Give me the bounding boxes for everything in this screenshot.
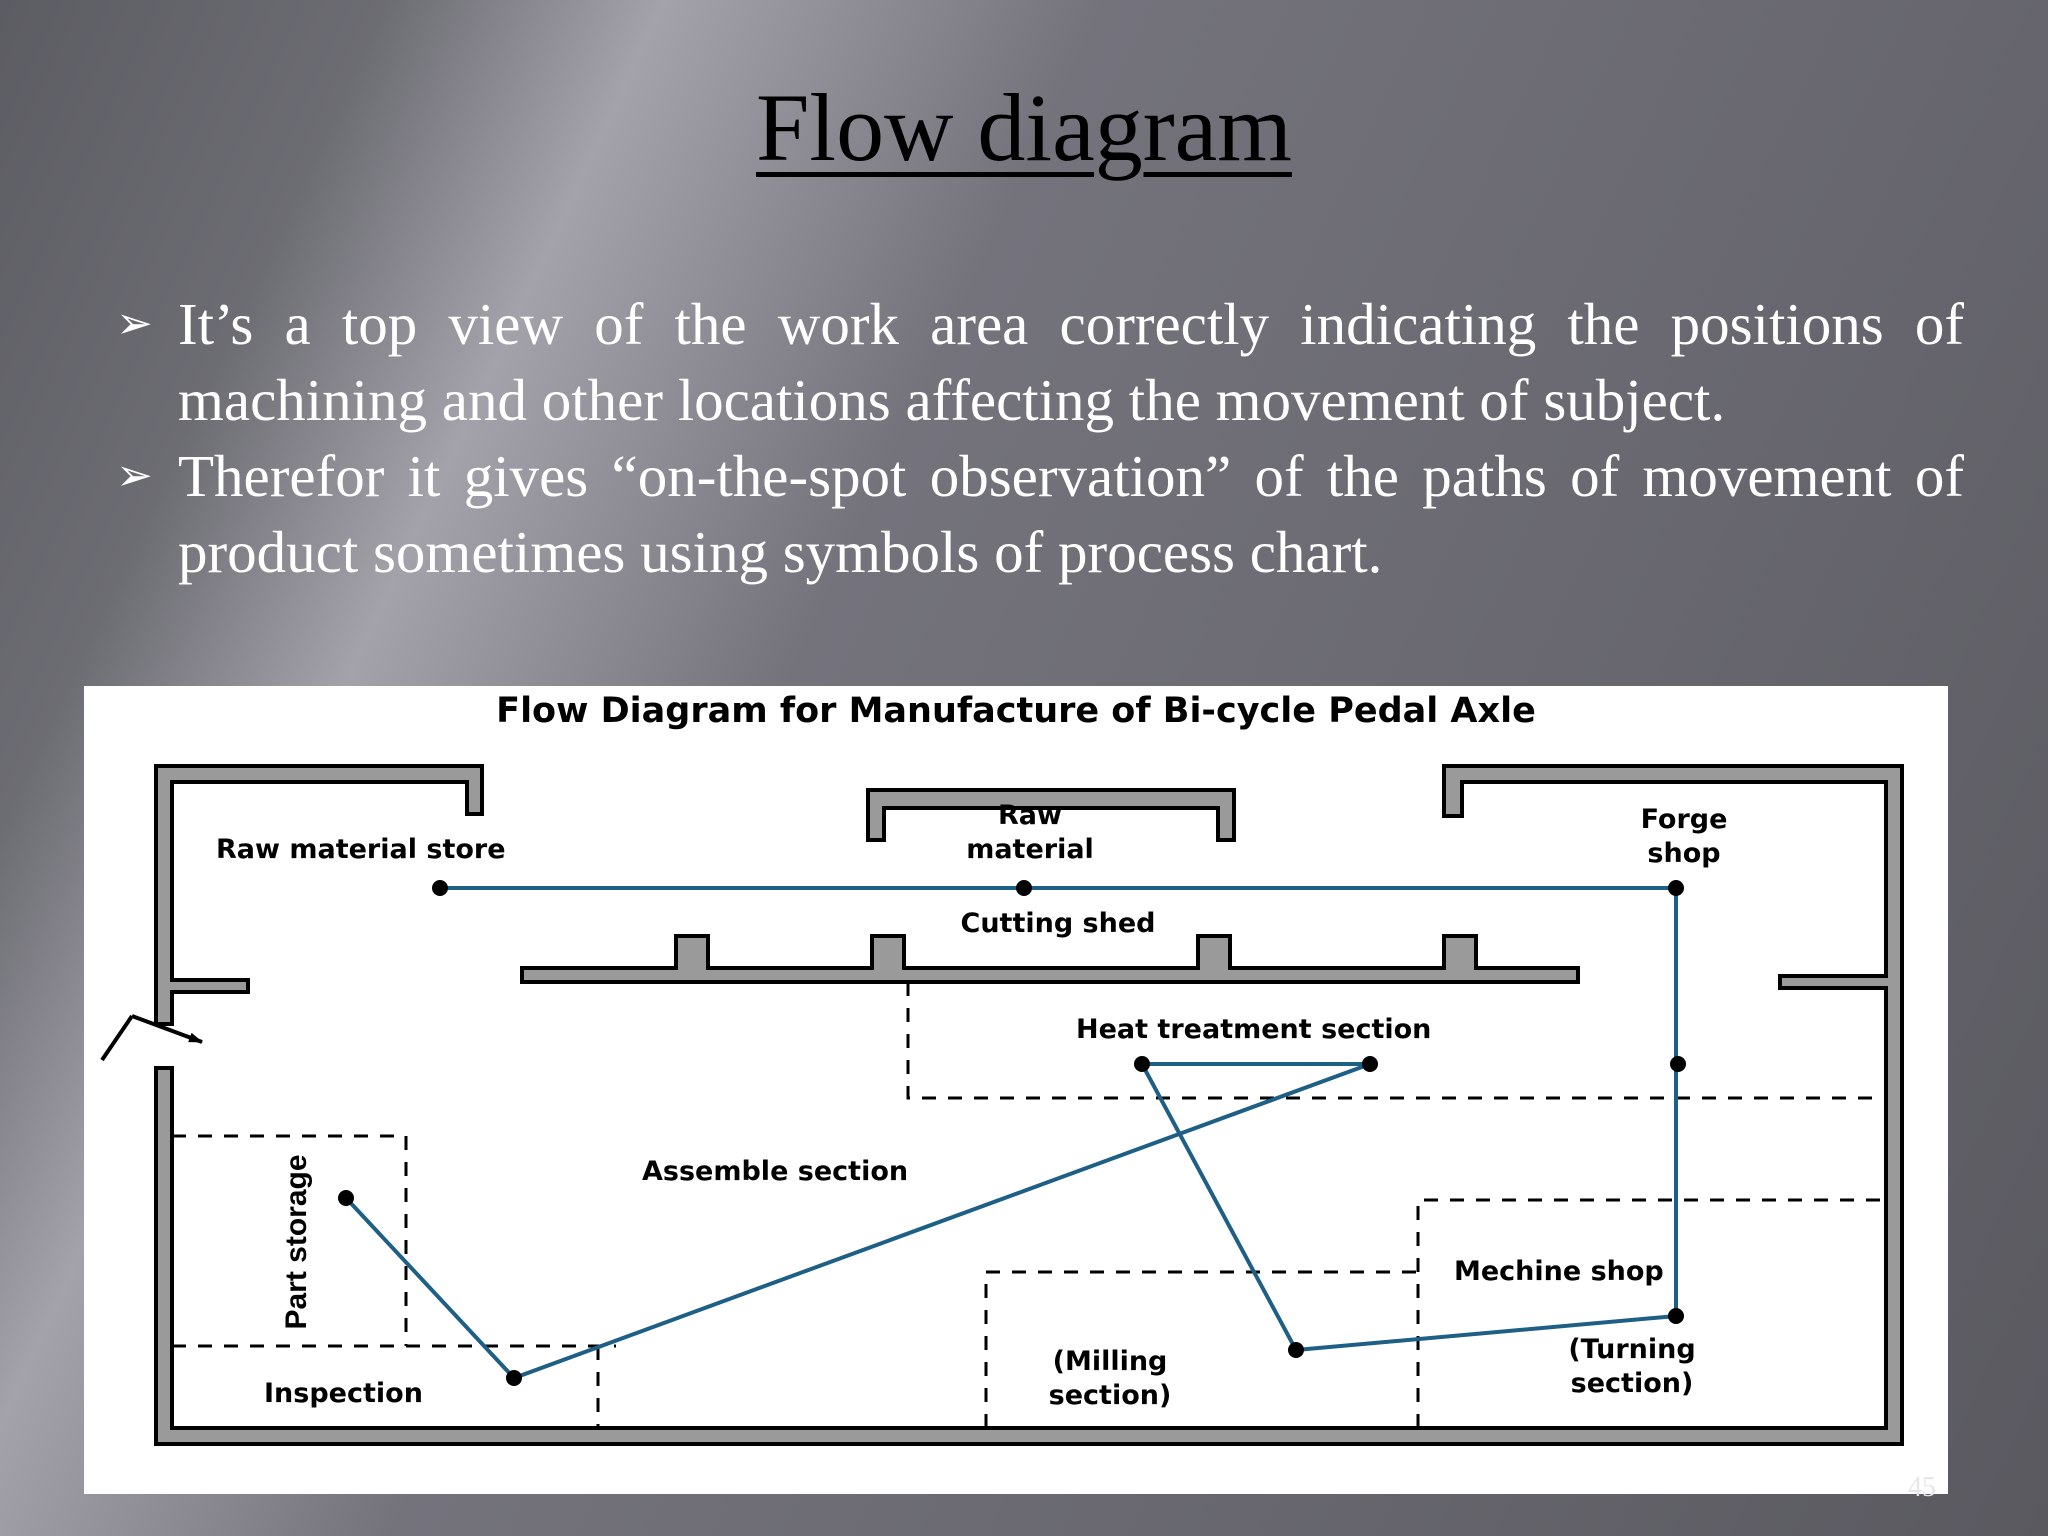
arrow-bullet-icon: ➢ (116, 451, 153, 500)
outer-wall (154, 764, 484, 1026)
label-inspection: Inspection (264, 1378, 423, 1409)
bullet-item: ➢ Therefor it gives “on-the-spot observa… (112, 438, 1964, 590)
flow-diagram: Flow Diagram for Manufacture of Bi-cycle… (100, 691, 1904, 1446)
label-raw-material-store: Raw material store (216, 834, 506, 865)
outer-wall-right (154, 764, 1904, 1446)
raw-material-bay-wall (866, 788, 1236, 842)
flow-diagram-image: Flow Diagram for Manufacture of Bi-cycle… (84, 686, 1948, 1494)
entry-arrow-icon (100, 1014, 203, 1062)
bullet-item: ➢ It’s a top view of the work area corre… (112, 286, 1964, 438)
bullet-text: It’s a top view of the work area correct… (178, 291, 1964, 433)
flow-path (344, 886, 1678, 1381)
label-turning-section-1: (Turning (1568, 1334, 1695, 1365)
label-milling-section-1: (Milling (1053, 1346, 1168, 1377)
label-raw-material-2: material (966, 834, 1094, 865)
label-mechine-shop: Mechine shop (1454, 1256, 1664, 1287)
label-raw-material-1: Raw (998, 800, 1062, 831)
label-forge-shop-2: shop (1647, 838, 1720, 869)
page-number: 45 (1908, 1472, 1936, 1503)
section-boundaries (172, 982, 1886, 1428)
bullet-text: Therefor it gives “on-the-spot observati… (178, 443, 1964, 585)
slide-title: Flow diagram (756, 74, 1292, 181)
bullet-list: ➢ It’s a top view of the work area corre… (112, 286, 1964, 686)
label-assemble-section: Assemble section (642, 1156, 908, 1187)
label-heat-treatment: Heat treatment section (1076, 1014, 1431, 1045)
label-cutting-shed: Cutting shed (961, 908, 1156, 939)
arrow-bullet-icon: ➢ (116, 299, 153, 348)
cutting-shed-wall (520, 934, 1580, 984)
label-part-storage: Part storage (280, 1154, 313, 1329)
flow-nodes (338, 880, 1686, 1386)
diagram-title: Flow Diagram for Manufacture of Bi-cycle… (496, 691, 1536, 731)
walls (154, 764, 1904, 1446)
label-milling-section-2: section) (1049, 1380, 1172, 1411)
label-turning-section-2: section) (1571, 1368, 1694, 1399)
label-forge-shop-1: Forge (1641, 804, 1728, 835)
